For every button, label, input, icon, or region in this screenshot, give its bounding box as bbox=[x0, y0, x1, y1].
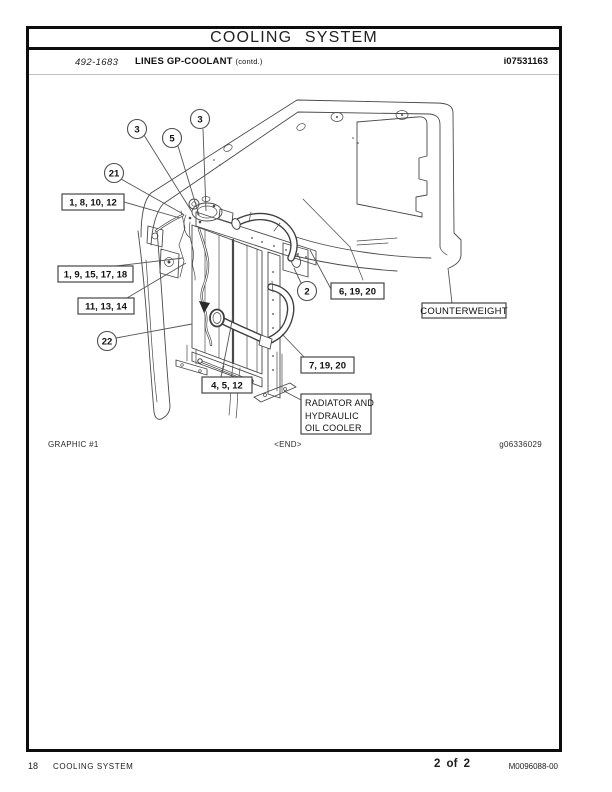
callout-circle-2: 2 bbox=[296, 280, 318, 302]
graphic-id: g06336029 bbox=[499, 440, 542, 449]
svg-text:11, 13, 14: 11, 13, 14 bbox=[85, 302, 127, 313]
footer-media-number: M0096088-00 bbox=[508, 762, 558, 771]
frame-drawing bbox=[137, 99, 462, 420]
callout-box-11-13-14: 11, 13, 14 bbox=[77, 297, 135, 315]
svg-text:6, 19, 20: 6, 19, 20 bbox=[339, 287, 376, 298]
callout-box-1-8-10-12: 1, 8, 10, 12 bbox=[61, 193, 125, 211]
svg-text:21: 21 bbox=[109, 168, 120, 179]
contd-note: (contd.) bbox=[235, 57, 263, 66]
callouts: 3 5 3 21 22 2 bbox=[57, 108, 508, 435]
callout-circle-5: 5 bbox=[161, 127, 183, 149]
svg-text:7, 19, 20: 7, 19, 20 bbox=[309, 361, 346, 372]
radiator-drawing bbox=[154, 196, 317, 419]
callout-circle-3-left: 3 bbox=[126, 118, 148, 140]
graphic-caption: GRAPHIC #1 bbox=[48, 440, 99, 449]
callout-box-7-19-20: 7, 19, 20 bbox=[300, 356, 355, 374]
svg-text:HYDRAULIC: HYDRAULIC bbox=[305, 411, 359, 421]
svg-text:1, 8, 10, 12: 1, 8, 10, 12 bbox=[69, 198, 117, 209]
end-marker: <END> bbox=[274, 440, 302, 449]
footer-page-indicator: 2 of 2 bbox=[433, 758, 471, 770]
callout-box-4-5-12: 4, 5, 12 bbox=[201, 376, 253, 394]
footer-page-number: 18 bbox=[28, 761, 39, 771]
callout-circle-22: 22 bbox=[96, 330, 118, 352]
section-title: LINES GP-COOLANT (contd.) bbox=[135, 56, 263, 67]
svg-text:OIL COOLER: OIL COOLER bbox=[305, 423, 362, 433]
callout-box-6-19-20: 6, 19, 20 bbox=[330, 282, 385, 300]
callout-box-counterweight: COUNTERWEIGHT bbox=[420, 302, 508, 319]
svg-text:2: 2 bbox=[304, 286, 309, 297]
svg-text:RADIATOR AND: RADIATOR AND bbox=[305, 398, 374, 408]
callout-box-radiator-oil-cooler: RADIATOR AND HYDRAULIC OIL COOLER bbox=[300, 393, 374, 435]
doc-id: i07531163 bbox=[503, 56, 548, 67]
part-number: 492-1683 bbox=[75, 57, 119, 68]
leader-lines bbox=[115, 128, 453, 401]
svg-text:3: 3 bbox=[197, 114, 202, 125]
footer-section: COOLING SYSTEM bbox=[53, 762, 134, 771]
svg-text:4, 5, 12: 4, 5, 12 bbox=[211, 381, 243, 392]
section-header-row: 492-1683 LINES GP-COOLANT (contd.) i0753… bbox=[29, 50, 559, 75]
page-title: COOLING SYSTEM bbox=[29, 29, 559, 50]
page-border-frame: COOLING SYSTEM 492-1683 LINES GP-COOLANT… bbox=[26, 26, 562, 752]
callout-circle-21: 21 bbox=[103, 162, 125, 184]
svg-text:1, 9, 15, 17, 18: 1, 9, 15, 17, 18 bbox=[64, 270, 127, 281]
svg-text:3: 3 bbox=[134, 124, 139, 135]
callout-circle-3-right: 3 bbox=[189, 108, 211, 130]
svg-text:5: 5 bbox=[169, 133, 175, 144]
svg-text:22: 22 bbox=[102, 336, 113, 347]
callout-box-1-9-15-17-18: 1, 9, 15, 17, 18 bbox=[57, 265, 134, 283]
svg-text:COUNTERWEIGHT: COUNTERWEIGHT bbox=[420, 306, 507, 317]
